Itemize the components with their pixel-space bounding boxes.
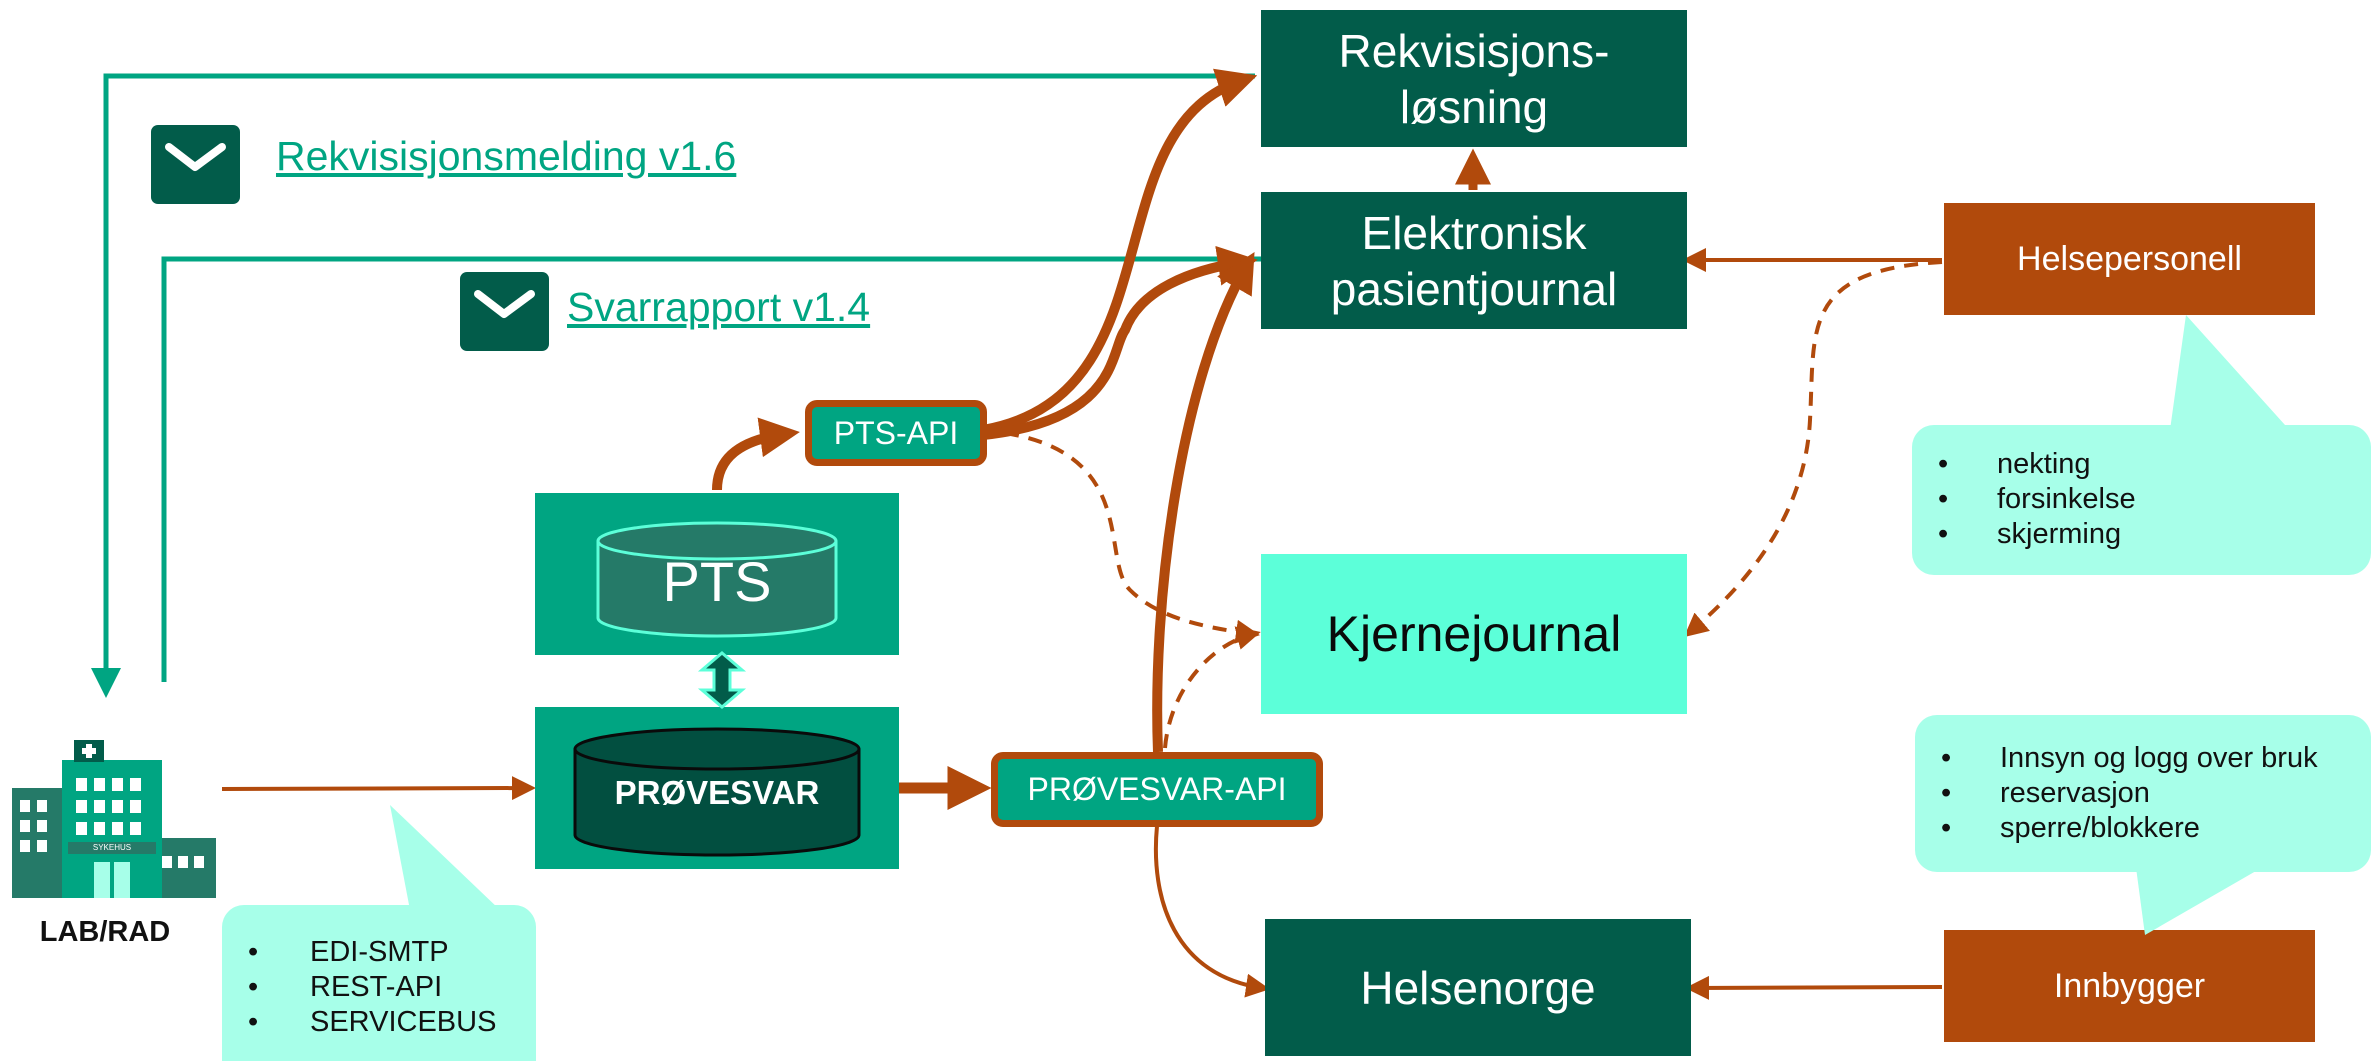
ptsapi-to-epj-arrow <box>982 245 1258 440</box>
callout-item: REST-API <box>222 970 536 1005</box>
provesvarapi-to-epj-arrow <box>1152 252 1255 753</box>
innbygger-callout: Innsyn og logg over bruk reservasjon spe… <box>1915 715 2371 872</box>
innbygger-callout-tail <box>2135 860 2275 935</box>
pts-api-pill: PTS-API <box>805 400 987 466</box>
lab-rad-label: LAB/RAD <box>39 916 171 948</box>
envelope-icon <box>151 125 240 204</box>
pts-block: PTS <box>535 493 899 655</box>
rekvisisjonslosning-line1: Rekvisisjons- <box>1338 24 1610 77</box>
callout-item: reservasjon <box>1915 776 2371 811</box>
envelope-icon <box>460 272 549 351</box>
epj-line2: pasientjournal <box>1330 262 1618 315</box>
callout-item: sperre/blokkere <box>1915 811 2371 846</box>
innbygger-label: Innbygger <box>2053 966 2206 1005</box>
innbygger-box: Innbygger <box>1944 930 2315 1042</box>
provesvar-label: PRØVESVAR <box>614 774 820 811</box>
helsenorge-box: Helsenorge <box>1265 919 1691 1056</box>
pts-api-label: PTS-API <box>833 414 959 451</box>
database-cylinder-icon <box>573 727 861 857</box>
hospital-sign-text: SYKEHUS <box>92 843 132 852</box>
pts-to-api-arrow <box>712 417 800 491</box>
epj-box: Elektronisk pasientjournal <box>1261 192 1687 329</box>
epj-line1: Elektronisk <box>1361 206 1587 259</box>
callout-item: nekting <box>1912 447 2371 482</box>
helsepersonell-to-kjernejournal-dashed <box>1683 260 1943 638</box>
rekvisisjonslosning-box: Rekvisisjons- løsning <box>1261 10 1687 147</box>
kjernejournal-label: Kjernejournal <box>1326 606 1622 662</box>
helsepersonell-box: Helsepersonell <box>1944 203 2315 315</box>
kjernejournal-box: Kjernejournal <box>1261 554 1687 714</box>
callout-item: SERVICEBUS <box>222 1005 536 1040</box>
helsenorge-label: Helsenorge <box>1360 961 1596 1014</box>
provesvarapi-to-helsenorge-arrow <box>1153 825 1270 998</box>
callout-item: forsinkelse <box>1912 482 2371 517</box>
callout-item: skjerming <box>1912 517 2371 552</box>
ptsapi-to-kjernejournal-dashed <box>1004 431 1260 644</box>
pts-label: PTS <box>662 550 772 613</box>
lab-callout-tail <box>390 805 500 910</box>
hospital-building-icon <box>12 740 216 898</box>
callout-item: Innsyn og logg over bruk <box>1915 741 2371 776</box>
rekvisisjonslosning-line2: løsning <box>1399 80 1549 133</box>
callout-item: EDI-SMTP <box>222 935 536 970</box>
helsepersonell-label: Helsepersonell <box>2017 239 2242 278</box>
double-arrow-icon <box>697 651 747 709</box>
ptsapi-to-rekvisisjon-arrow <box>982 68 1258 435</box>
provesvar-block: PRØVESVAR <box>535 707 899 869</box>
provesvar-api-pill: PRØVESVAR-API <box>991 752 1323 827</box>
svarrapport-link[interactable]: Svarrapport v1.4 <box>567 284 871 330</box>
lab-callout: EDI-SMTP REST-API SERVICEBUS <box>222 905 536 1061</box>
rekvisisjonsmelding-link[interactable]: Rekvisisjonsmelding v1.6 <box>276 133 737 179</box>
provesvarapi-to-kjernejournal-dashed <box>1163 626 1261 749</box>
lab-to-provesvar-arrow <box>221 776 536 801</box>
provesvar-api-label: PRØVESVAR-API <box>1027 771 1287 807</box>
helsepersonell-callout: nekting forsinkelse skjerming <box>1912 425 2371 575</box>
helsepersonell-callout-tail <box>2170 315 2330 430</box>
innbygger-to-helsenorge-arrow <box>1685 975 1943 1000</box>
